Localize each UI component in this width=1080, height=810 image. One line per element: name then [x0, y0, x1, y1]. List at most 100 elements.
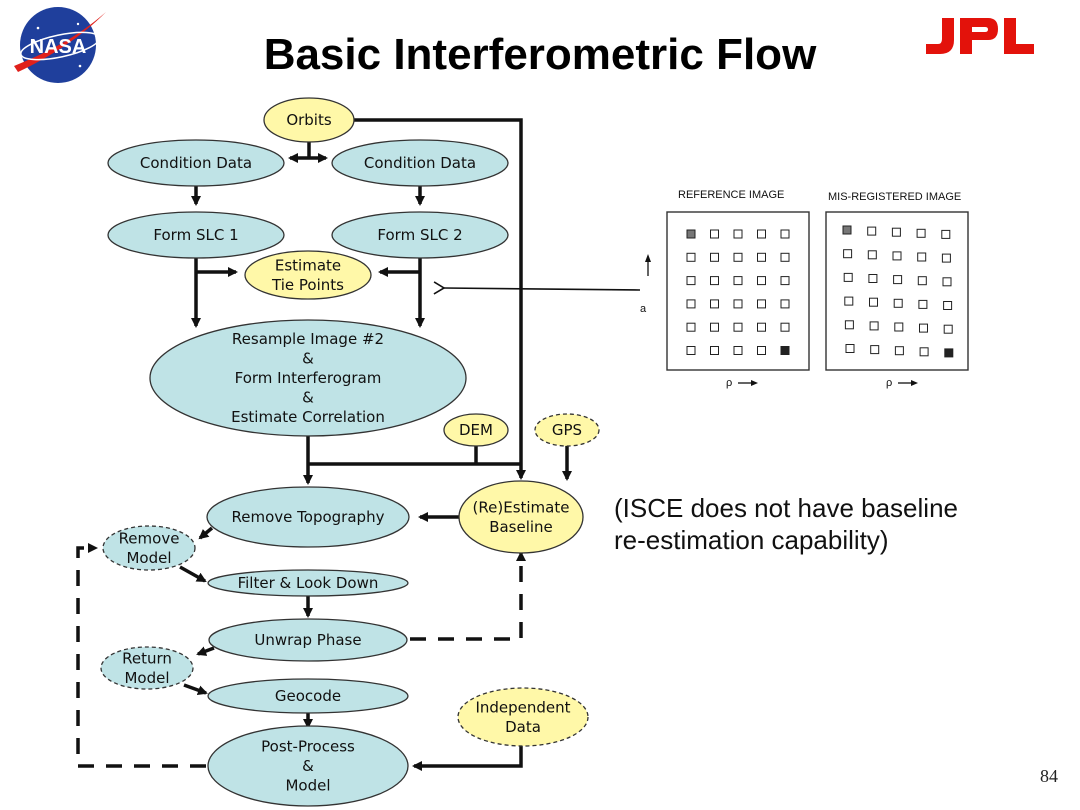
form-slc-2-shape	[331, 211, 509, 259]
rho-axis-label-misregistered: ρ	[886, 377, 892, 389]
independent-data-label-2: Data	[505, 718, 541, 736]
resample-node: Resample Image #2&Form Interferogram&Est…	[149, 319, 467, 437]
form-slc-1-node: Form SLC 1	[107, 211, 285, 259]
reestimate-baseline-label-2: Baseline	[489, 518, 553, 536]
ref-grid-cell-2-0	[686, 276, 696, 286]
mis-grid-cell-3-2	[893, 298, 903, 308]
ref-grid-cell-3-0	[686, 299, 696, 309]
condition-data-1-shape	[107, 139, 285, 187]
ref-grid-cell-4-0	[686, 322, 696, 332]
mis-grid-cell-5-2	[894, 346, 904, 356]
page-number: 84	[1040, 766, 1058, 786]
mis-grid-cell-0-1	[867, 226, 877, 236]
ref-grid-cell-1-3	[757, 252, 766, 262]
gps-label-1: GPS	[552, 421, 582, 439]
condition-data-2-label-1: Condition Data	[364, 154, 476, 172]
slide-title: Basic Interferometric Flow	[263, 30, 817, 79]
mis-grid-cell-1-0	[843, 249, 853, 259]
ref-grid-cell-5-2	[733, 346, 743, 355]
orbits-node: Orbits	[263, 97, 355, 143]
a-axis-label: a	[640, 303, 647, 315]
condition-data-1-node: Condition Data	[107, 139, 285, 187]
mis-grid-cell-0-2	[891, 227, 901, 237]
mis-grid-cell-2-3	[917, 276, 927, 286]
unwrap-phase-node: Unwrap Phase	[208, 618, 408, 662]
geocode-node: Geocode	[207, 678, 409, 714]
mis-grid-cell-4-1	[869, 321, 879, 331]
reference-image-label: REFERENCE IMAGE	[678, 189, 784, 201]
post-process-label-2: &	[302, 757, 314, 775]
resample-label-3: Form Interferogram	[235, 369, 382, 387]
mis-grid-cell-0-4	[941, 229, 951, 239]
independent-data-shape	[457, 687, 589, 747]
jpl-logo: JPL	[926, 18, 1034, 54]
ref-grid-cell-5-3	[757, 346, 766, 355]
ref-grid-cell-0-0	[686, 229, 696, 239]
dem-shape	[443, 413, 509, 447]
return-model-label-1: Return	[122, 649, 172, 667]
connector-return-model-to-geocode	[183, 683, 208, 695]
filter-look-down-node: Filter & Look Down	[207, 569, 409, 597]
connector-topography-to-remove-model	[198, 526, 214, 540]
form-slc-2-label-1: Form SLC 2	[377, 226, 462, 244]
mis-grid-cell-1-3	[917, 252, 927, 262]
dem-label-1: DEM	[459, 421, 493, 439]
remove-model-shape	[102, 525, 196, 571]
post-process-label-1: Post-Process	[261, 738, 355, 756]
mis-grid-cell-5-4	[944, 348, 954, 358]
post-process-label-3: Model	[285, 777, 330, 795]
mis-grid-cell-1-2	[892, 251, 902, 261]
return-model-label-2: Model	[124, 669, 169, 687]
nasa-logo: NASA	[14, 7, 106, 83]
nasa-wordmark: NASA	[30, 36, 87, 58]
reestimate-baseline-label-1: (Re)Estimate	[473, 498, 570, 516]
remove-topography-node: Remove Topography	[206, 486, 410, 548]
remove-topography-label-1: Remove Topography	[232, 508, 385, 526]
post-process-shape	[207, 725, 409, 807]
estimate-tie-points-shape	[244, 250, 372, 300]
mis-grid-cell-1-1	[867, 250, 877, 260]
ref-grid-cell-3-3	[757, 299, 766, 309]
ref-grid-cell-4-1	[710, 322, 719, 332]
condition-data-2-node: Condition Data	[331, 139, 509, 187]
mis-grid-cell-4-4	[943, 324, 953, 334]
mis-grid-cell-4-0	[844, 320, 854, 330]
dashed-connectors	[76, 543, 526, 768]
mis-grid-cell-2-2	[893, 275, 903, 285]
ref-grid-cell-1-4	[780, 252, 790, 262]
post-process-node: Post-Process& Model	[207, 725, 409, 807]
mis-grid-cell-3-1	[869, 297, 878, 307]
mis-grid-cell-2-4	[942, 277, 952, 287]
ref-grid-cell-1-0	[686, 252, 696, 262]
ref-grid-cell-2-4	[780, 276, 790, 286]
condition-data-1-label-1: Condition Data	[140, 154, 252, 172]
rho-axis-arrowhead-misregistered	[911, 380, 918, 386]
connector-orbits-to-baseline	[354, 118, 526, 480]
remove-topography-shape	[206, 486, 410, 548]
dem-node: DEM	[443, 413, 509, 447]
connectors	[179, 118, 572, 771]
reference-grid	[686, 229, 790, 355]
ref-grid-cell-0-1	[710, 229, 719, 239]
ref-grid-cell-0-4	[780, 229, 790, 239]
unwrap-phase-shape	[208, 618, 408, 662]
mis-grid-cell-5-0	[845, 344, 855, 353]
ref-grid-cell-4-3	[757, 322, 766, 332]
ref-grid-cell-5-0	[686, 346, 696, 355]
mis-grid-cell-1-4	[941, 253, 951, 263]
geocode-shape	[207, 678, 409, 714]
connector-remove-model-to-filter	[179, 565, 207, 583]
ref-grid-cell-4-2	[733, 322, 743, 332]
misregistered-grid	[842, 225, 954, 358]
resample-label-2: &	[302, 350, 314, 368]
mis-grid-cell-5-1	[870, 345, 880, 355]
form-slc-1-label-1: Form SLC 1	[153, 226, 238, 244]
note-line-1: (ISCE does not have baseline	[614, 493, 958, 523]
